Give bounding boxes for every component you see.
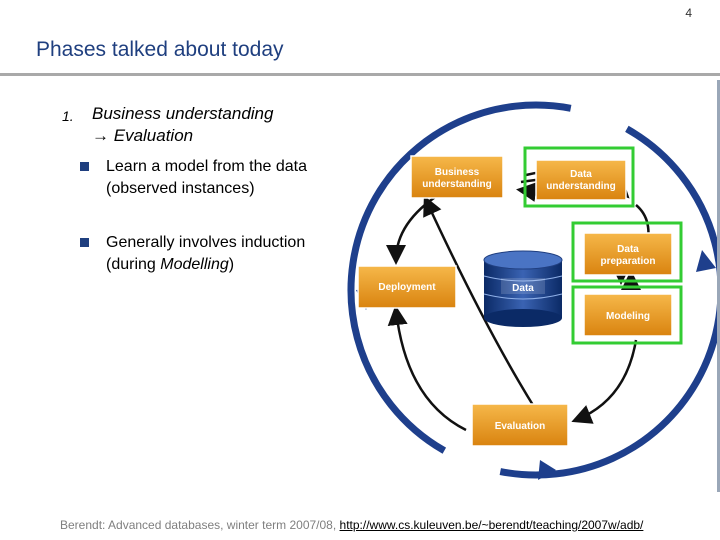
title-divider bbox=[0, 73, 720, 76]
svg-text:understanding: understanding bbox=[546, 181, 615, 192]
diagram-edge-bar bbox=[717, 80, 720, 492]
modeling-box: Modeling bbox=[583, 293, 673, 337]
business-understanding-box: Business understanding bbox=[410, 155, 504, 199]
svg-text:Business: Business bbox=[435, 167, 480, 178]
svg-text:Modeling: Modeling bbox=[606, 311, 650, 322]
list-number: 1. bbox=[62, 108, 74, 124]
right-arrow-icon: → bbox=[92, 126, 109, 145]
data-preparation-box: Data preparation bbox=[583, 232, 673, 276]
svg-text:preparation: preparation bbox=[600, 256, 655, 267]
svg-text:Evaluation: Evaluation bbox=[495, 421, 546, 432]
slide-number: 4 bbox=[685, 6, 692, 20]
highlight-data-understanding bbox=[523, 146, 635, 208]
bullet-2-emphasis: Modelling bbox=[160, 256, 229, 273]
highlight-data-preparation bbox=[571, 221, 683, 283]
bullet-item-1: Learn a model from the data (observed in… bbox=[106, 158, 308, 197]
numbered-item: Business understanding → Evaluation bbox=[92, 103, 273, 147]
slide-title: Phases talked about today bbox=[36, 38, 284, 61]
svg-text:understanding: understanding bbox=[422, 179, 491, 190]
data-understanding-box: Data understanding bbox=[535, 159, 627, 201]
square-bullet-icon bbox=[80, 162, 89, 171]
item-line-2: → Evaluation bbox=[92, 125, 273, 147]
square-bullet-icon bbox=[80, 238, 89, 247]
highlight-modeling bbox=[571, 285, 683, 345]
crisp-dm-diagram: Business understanding Data understandin… bbox=[347, 101, 720, 480]
deployment-box: Deployment bbox=[357, 265, 457, 309]
evaluation-box: Evaluation bbox=[471, 403, 569, 447]
item-line-2-text: Evaluation bbox=[113, 126, 194, 145]
footer: Berendt: Advanced databases, winter term… bbox=[60, 518, 643, 532]
bullet-2-prefix: Generally involves induction (during bbox=[106, 234, 306, 273]
bullet-2-suffix: ) bbox=[228, 256, 235, 273]
footer-text: Berendt: Advanced databases, winter term… bbox=[60, 518, 340, 532]
footer-link[interactable]: http://www.cs.kuleuven.be/~berendt/teach… bbox=[339, 518, 644, 532]
svg-text:Data: Data bbox=[570, 169, 592, 180]
data-cylinder-icon: Data bbox=[483, 250, 563, 327]
item-line-1: Business understanding bbox=[92, 104, 274, 123]
svg-text:Deployment: Deployment bbox=[378, 282, 436, 293]
svg-text:Data: Data bbox=[617, 244, 639, 255]
svg-text:Data: Data bbox=[512, 283, 534, 294]
bullet-item-2: Generally involves induction (during Mod… bbox=[106, 232, 326, 276]
